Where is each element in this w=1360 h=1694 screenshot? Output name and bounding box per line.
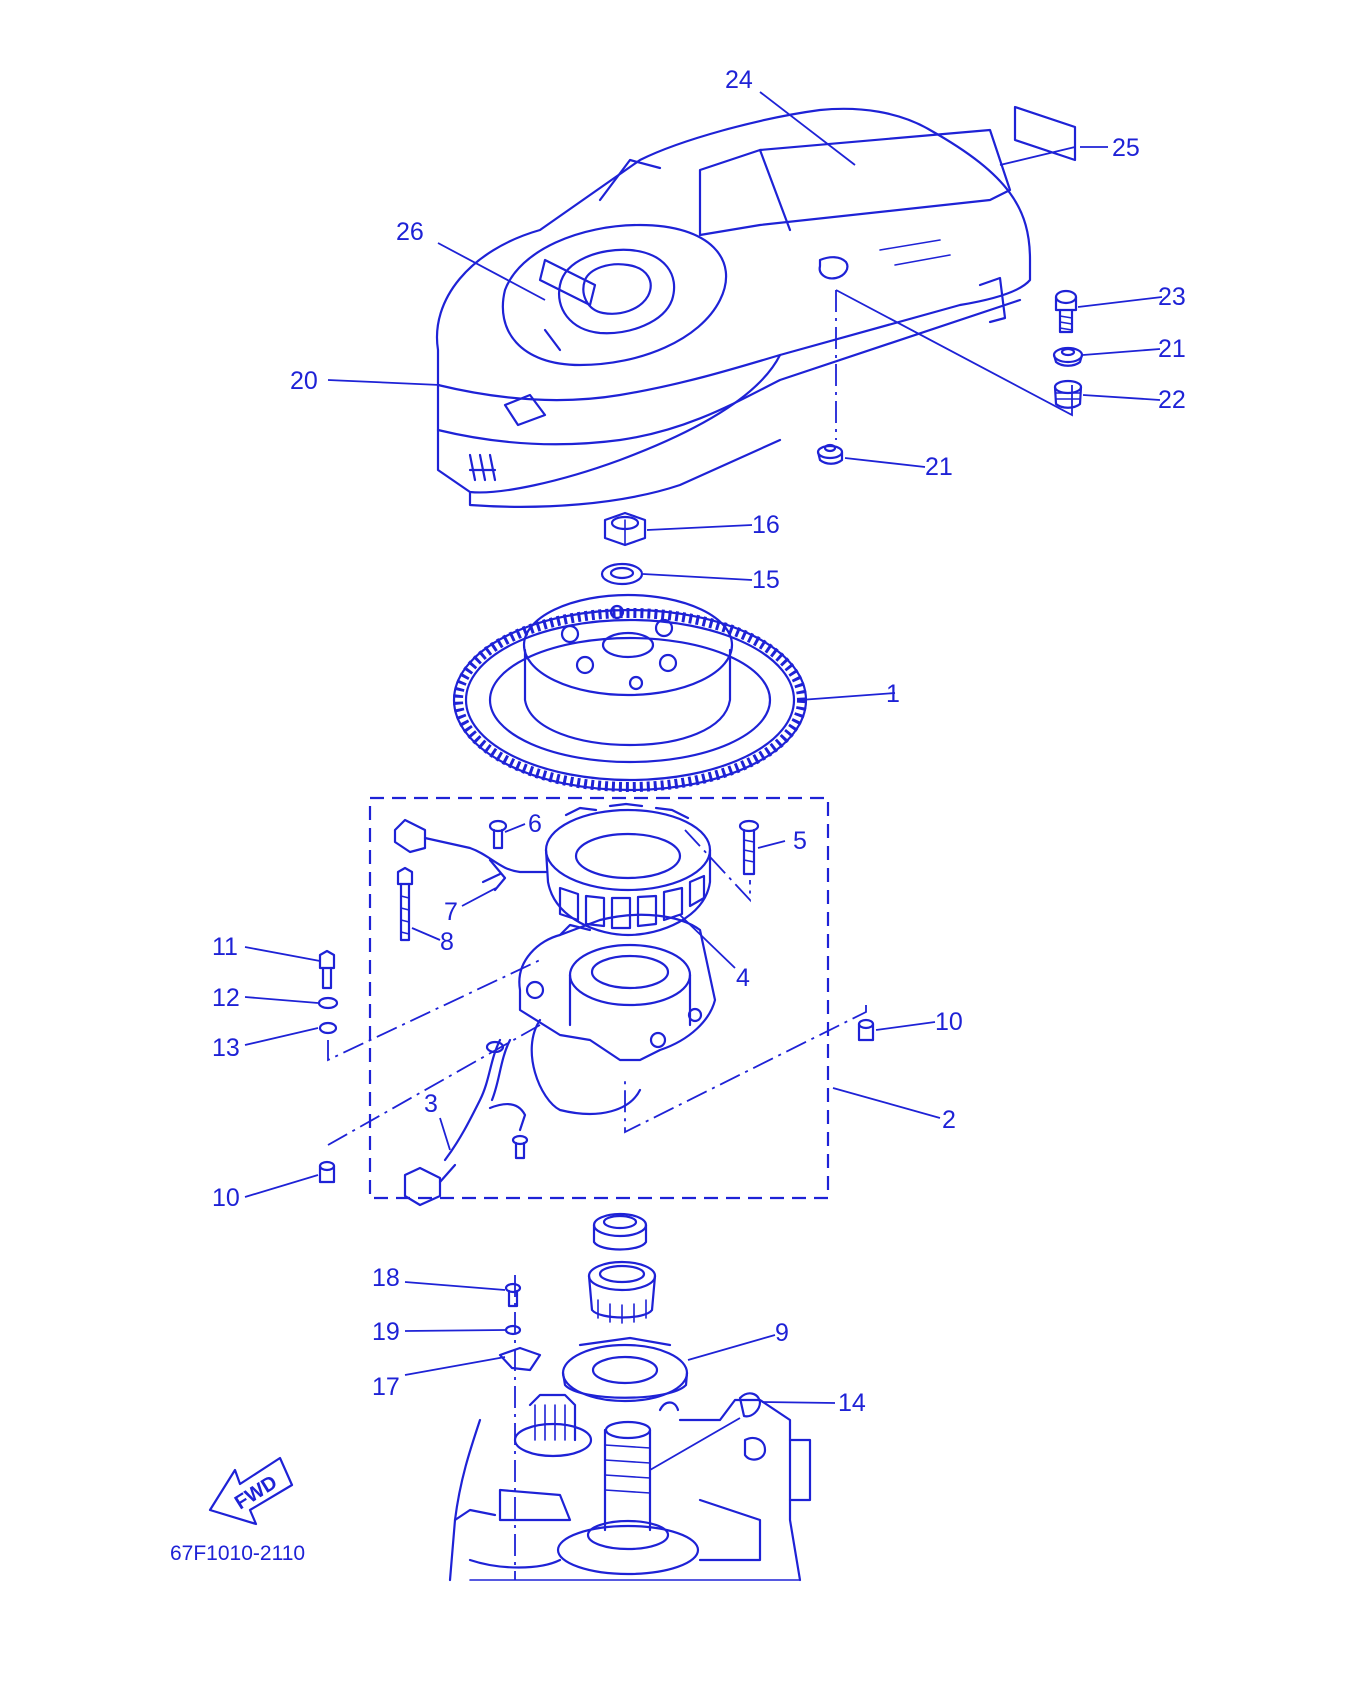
callout-6: 6 bbox=[528, 810, 542, 838]
callout-21-lower: 21 bbox=[925, 453, 953, 481]
callout-10-left: 10 bbox=[212, 1184, 240, 1212]
grommet-21-upper bbox=[1052, 346, 1084, 367]
drawing-code: 67F1010-2110 bbox=[170, 1542, 305, 1565]
fwd-arrow-icon: FWD bbox=[208, 1456, 294, 1526]
screw-5 bbox=[738, 819, 760, 876]
callout-10-right: 10 bbox=[935, 1008, 963, 1036]
grommet-22 bbox=[1053, 379, 1083, 409]
bolt-23 bbox=[1054, 289, 1078, 334]
callout-23: 23 bbox=[1158, 283, 1186, 311]
leader-lines bbox=[244, 91, 1163, 1471]
callout-1: 1 bbox=[886, 680, 900, 708]
callout-9: 9 bbox=[775, 1319, 789, 1347]
callout-19: 19 bbox=[372, 1318, 400, 1346]
bracket-17 bbox=[498, 1346, 542, 1372]
key-14 bbox=[738, 1392, 762, 1418]
callout-26: 26 bbox=[396, 218, 424, 246]
nut-16 bbox=[603, 511, 647, 547]
pulser-plate-9 bbox=[561, 1336, 689, 1403]
callout-17: 17 bbox=[372, 1373, 400, 1401]
callout-5: 5 bbox=[793, 827, 807, 855]
washer-15 bbox=[600, 562, 644, 586]
lower-nut bbox=[592, 1212, 648, 1251]
washer-12 bbox=[317, 996, 339, 1010]
crankcase-block bbox=[448, 1393, 812, 1582]
callout-12: 12 bbox=[212, 984, 240, 1012]
washer-13 bbox=[318, 1021, 338, 1035]
callout-2: 2 bbox=[942, 1106, 956, 1134]
callout-24: 24 bbox=[725, 66, 753, 94]
screw-8 bbox=[396, 866, 414, 942]
callout-20: 20 bbox=[290, 367, 318, 395]
wire-harness bbox=[403, 1018, 642, 1207]
callout-25: 25 bbox=[1112, 134, 1140, 162]
callout-3: 3 bbox=[424, 1090, 438, 1118]
screw-6 bbox=[488, 819, 508, 850]
callout-labels: 24 25 26 20 23 21 22 21 16 15 1 6 5 7 8 … bbox=[212, 66, 1186, 1417]
label-25 bbox=[1013, 105, 1077, 162]
rotor-boss bbox=[587, 1260, 657, 1324]
pulser-lead bbox=[393, 818, 548, 892]
callout-7: 7 bbox=[444, 898, 458, 926]
bolt-18 bbox=[504, 1282, 522, 1308]
callout-18: 18 bbox=[372, 1264, 400, 1292]
callout-8: 8 bbox=[440, 928, 454, 956]
dowel-pin-10-right bbox=[857, 1018, 875, 1042]
bolt-11 bbox=[318, 949, 336, 990]
callout-11: 11 bbox=[212, 933, 238, 961]
callout-15: 15 bbox=[752, 566, 780, 594]
dowel-pin-10-left bbox=[318, 1160, 336, 1184]
flywheel-rotor bbox=[452, 593, 808, 792]
washer-19 bbox=[504, 1324, 522, 1336]
callout-4: 4 bbox=[736, 964, 750, 992]
callout-13: 13 bbox=[212, 1034, 240, 1062]
callout-21-upper: 21 bbox=[1158, 335, 1186, 363]
screw-small bbox=[511, 1134, 529, 1160]
callout-14: 14 bbox=[838, 1389, 866, 1417]
stator-assembly-box bbox=[368, 796, 830, 1200]
stator-coil bbox=[544, 802, 712, 937]
callout-16: 16 bbox=[752, 511, 780, 539]
grommet-21-lower bbox=[816, 443, 844, 465]
flywheel-cover bbox=[435, 107, 1032, 508]
callout-22: 22 bbox=[1158, 386, 1186, 414]
base-plate bbox=[518, 913, 717, 1062]
